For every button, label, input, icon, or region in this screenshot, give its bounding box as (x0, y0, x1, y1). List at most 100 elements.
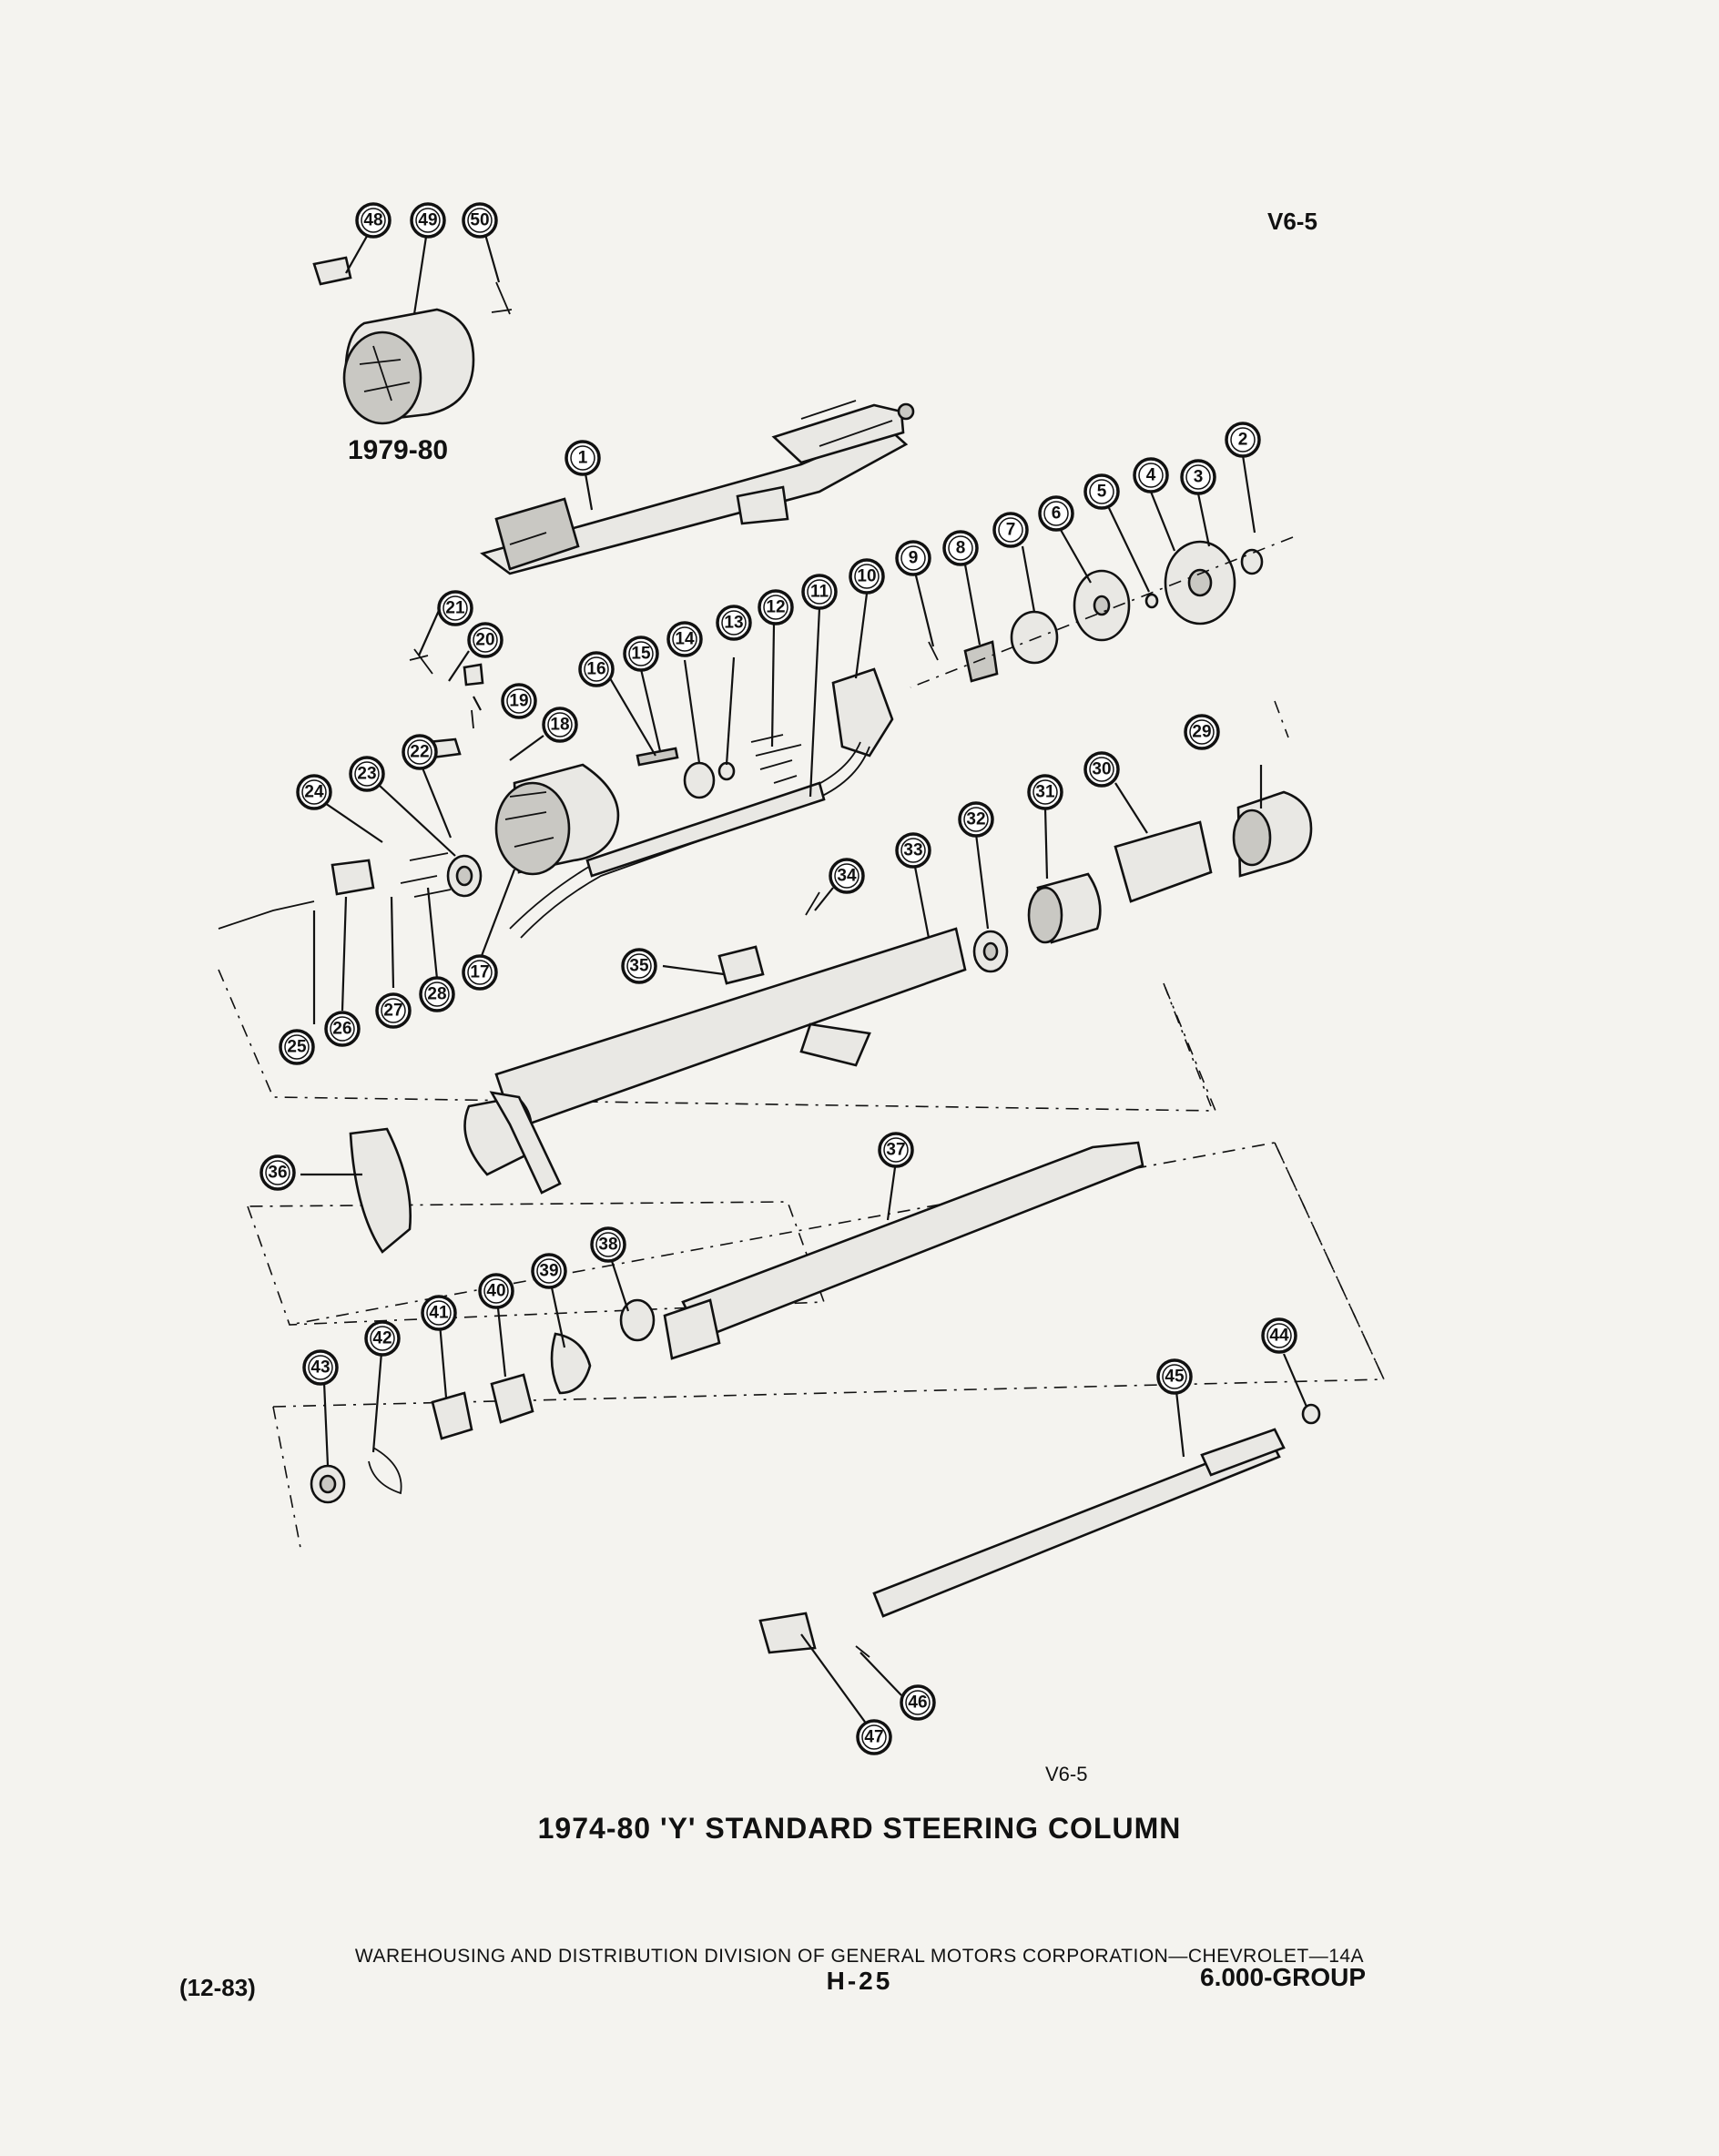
callout-10-label: 10 (857, 567, 876, 586)
callout-31: 31 (1027, 774, 1063, 810)
intermediate-shaft-drawing (758, 1403, 1321, 1658)
page-code-top: V6-5 (1267, 208, 1317, 235)
callout-32: 32 (958, 801, 994, 838)
callout-22-label: 22 (410, 743, 429, 762)
callout-16: 16 (578, 651, 615, 687)
callout-30-label: 30 (1092, 760, 1111, 779)
callout-49-label: 49 (418, 211, 437, 230)
callout-37-label: 37 (886, 1141, 905, 1160)
callout-34-label: 34 (837, 867, 857, 886)
callout-3-label: 3 (1194, 468, 1204, 487)
callout-49: 49 (410, 202, 446, 239)
callout-13: 13 (716, 605, 752, 641)
bearing-covers-drawing (972, 790, 1313, 973)
switch-and-wiring-drawing (509, 667, 894, 939)
callout-25-label: 25 (287, 1038, 307, 1057)
callout-numbers: 1 2 3 4 5 6 7 8 9 10 11 12 13 14 15 16 1… (259, 202, 1297, 1755)
callout-8: 8 (942, 530, 979, 566)
callout-14: 14 (666, 621, 703, 657)
callout-7-label: 7 (1006, 521, 1016, 540)
footer-group: 6.000-GROUP (1200, 1963, 1367, 1991)
callout-28: 28 (419, 976, 455, 1012)
callout-21-label: 21 (445, 599, 465, 618)
callout-46-label: 46 (908, 1693, 927, 1713)
callout-34: 34 (829, 858, 865, 894)
callout-36: 36 (259, 1154, 296, 1191)
callout-1-label: 1 (578, 449, 588, 468)
callout-40: 40 (478, 1273, 514, 1309)
callout-22: 22 (402, 734, 438, 770)
callout-20: 20 (467, 622, 503, 658)
callout-17-label: 17 (470, 963, 489, 982)
callout-39-label: 39 (539, 1262, 558, 1281)
callout-9: 9 (895, 540, 931, 576)
upper-shaft-parts-drawing (910, 536, 1294, 688)
assembly-group-outlines (218, 700, 1386, 1549)
callout-23-label: 23 (357, 765, 376, 784)
callout-18: 18 (542, 707, 578, 743)
callout-11: 11 (801, 574, 838, 610)
callout-38: 38 (590, 1226, 626, 1263)
callout-47: 47 (856, 1719, 892, 1755)
callout-28-label: 28 (427, 985, 446, 1004)
callout-8-label: 8 (956, 539, 966, 558)
callout-26-label: 26 (332, 1020, 351, 1039)
callout-11-label: 11 (810, 583, 829, 602)
lower-shaft-drawing (310, 1141, 1144, 1504)
callout-33-label: 33 (903, 841, 922, 860)
callout-4-label: 4 (1146, 466, 1156, 485)
callout-5: 5 (1083, 473, 1120, 510)
callout-32-label: 32 (966, 810, 985, 829)
callout-5-label: 5 (1097, 483, 1107, 502)
callout-43-label: 43 (310, 1358, 330, 1378)
callout-43: 43 (302, 1349, 339, 1386)
callout-2-label: 2 (1238, 431, 1248, 450)
footer-page-number: H-25 (826, 1967, 893, 1995)
callout-6-label: 6 (1052, 504, 1062, 524)
callout-44-label: 44 (1269, 1327, 1289, 1346)
callout-2: 2 (1225, 422, 1261, 458)
callout-15-label: 15 (631, 645, 651, 664)
callout-4: 4 (1133, 457, 1169, 493)
callout-18-label: 18 (550, 716, 569, 735)
callout-41-label: 41 (429, 1304, 449, 1323)
callout-19-label: 19 (509, 692, 528, 711)
callout-30: 30 (1083, 751, 1120, 788)
callout-31-label: 31 (1035, 783, 1055, 802)
callout-3: 3 (1180, 459, 1216, 495)
callout-26: 26 (324, 1011, 361, 1047)
lower-jacket-drawing (349, 891, 967, 1254)
callout-23: 23 (349, 756, 385, 792)
callout-47-label: 47 (864, 1728, 883, 1747)
callout-38-label: 38 (598, 1236, 617, 1255)
callout-27: 27 (375, 992, 412, 1029)
callout-21: 21 (437, 590, 473, 626)
callout-13-label: 13 (724, 614, 743, 633)
callout-1: 1 (565, 440, 601, 476)
callout-20-label: 20 (475, 631, 494, 650)
callout-14-label: 14 (675, 630, 695, 649)
callout-25: 25 (279, 1029, 315, 1065)
column-jacket-upper-drawing (480, 400, 915, 575)
callout-48a: 48 (355, 202, 392, 239)
footer-division-line: WAREHOUSING AND DISTRIBUTION DIVISION OF… (354, 1946, 1365, 1967)
callout-46: 46 (900, 1684, 936, 1721)
callout-36-label: 36 (268, 1164, 287, 1183)
diagram-title: 1974-80 'Y' STANDARD STEERING COLUMN (537, 1812, 1182, 1845)
page-code-bottom: V6-5 (1045, 1763, 1088, 1785)
subassembly-year-label: 1979-80 (348, 435, 449, 465)
callout-12-label: 12 (766, 598, 785, 617)
callout-50: 50 (462, 202, 498, 239)
callout-24-label: 24 (304, 783, 324, 802)
callout-12: 12 (758, 589, 794, 625)
callout-42: 42 (364, 1320, 401, 1357)
callout-6: 6 (1038, 495, 1074, 532)
footer-date: (12-83) (179, 1974, 256, 2001)
callout-44: 44 (1261, 1317, 1297, 1354)
callout-7: 7 (992, 512, 1029, 548)
callout-10: 10 (849, 558, 885, 595)
housing-group-drawing (218, 648, 620, 930)
callout-15: 15 (623, 636, 659, 672)
callout-29-label: 29 (1192, 723, 1211, 742)
